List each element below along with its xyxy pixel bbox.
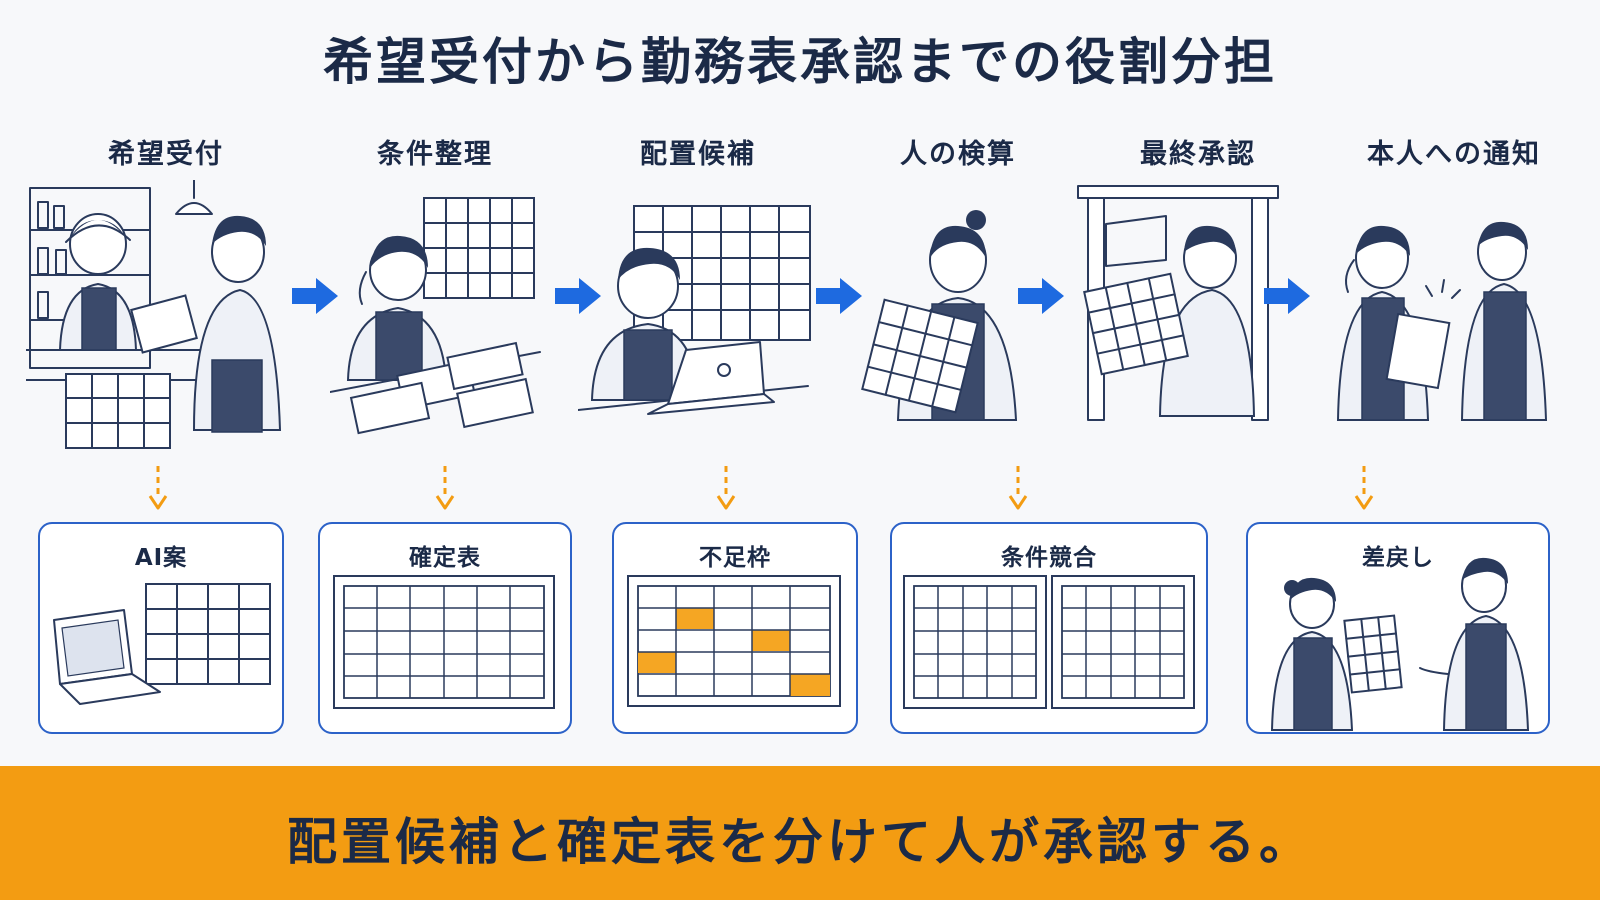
output-box-ai-draft: AI案 [38, 522, 284, 734]
flow-arrow-3 [816, 278, 862, 314]
dashed-arrow-5 [1354, 466, 1374, 510]
output-label-shortage-slots: 不足枠 [699, 545, 771, 571]
dashed-arrow-2 [435, 466, 455, 510]
step-label-5: 最終承認 [1140, 139, 1256, 170]
page-title: 希望受付から勤務表承認までの役割分担 [323, 33, 1277, 91]
flow-arrow-4 [1018, 278, 1064, 314]
shortage-cell-2 [752, 630, 790, 651]
reception-scene-illustration [26, 180, 282, 449]
step-label-4: 人の検算 [900, 139, 1016, 170]
step-label-1: 希望受付 [108, 139, 224, 170]
output-label-condition-conflict: 条件競合 [1001, 545, 1097, 571]
flow-arrow-5 [1264, 278, 1310, 314]
final-approval-scene-illustration [1077, 185, 1279, 421]
grid-table-icon [333, 575, 555, 709]
dashed-arrow-1 [148, 466, 168, 510]
output-box-shortage-slots: 不足枠 [612, 522, 858, 734]
shortage-cell-4 [790, 674, 830, 696]
output-label-send-back: 差戻し [1362, 545, 1434, 571]
laptop-and-table-icon [53, 583, 271, 705]
return-handoff-icon [1270, 557, 1530, 731]
summary-banner: 配置候補と確定表を分けて人が承認する。 [0, 766, 1600, 900]
output-box-final-table: 確定表 [318, 522, 572, 734]
shortage-cell-1 [676, 608, 714, 629]
grid-with-gaps-icon [627, 575, 841, 707]
output-box-condition-conflict: 条件競合 [890, 522, 1208, 734]
step-label-2: 条件整理 [377, 139, 493, 170]
step-label-6: 本人への通知 [1367, 139, 1541, 170]
two-tables-icon [903, 575, 1195, 709]
output-box-send-back: 差戻し [1246, 522, 1550, 734]
output-label-ai-draft: AI案 [134, 545, 188, 571]
dashed-arrow-4 [1008, 466, 1028, 510]
step-label-3: 配置候補 [640, 139, 756, 170]
flow-arrow-1 [292, 278, 338, 314]
output-label-final-table: 確定表 [409, 545, 481, 571]
human-check-scene-illustration [861, 210, 1018, 421]
summary-banner-text: 配置候補と確定表を分けて人が承認する。 [287, 813, 1313, 871]
notification-scene-illustration [1336, 221, 1548, 421]
dashed-arrow-3 [716, 466, 736, 510]
placement-scene-illustration [578, 205, 811, 415]
organizing-scene-illustration [330, 197, 541, 435]
flow-arrow-2 [555, 278, 601, 314]
shortage-cell-3 [638, 652, 676, 673]
